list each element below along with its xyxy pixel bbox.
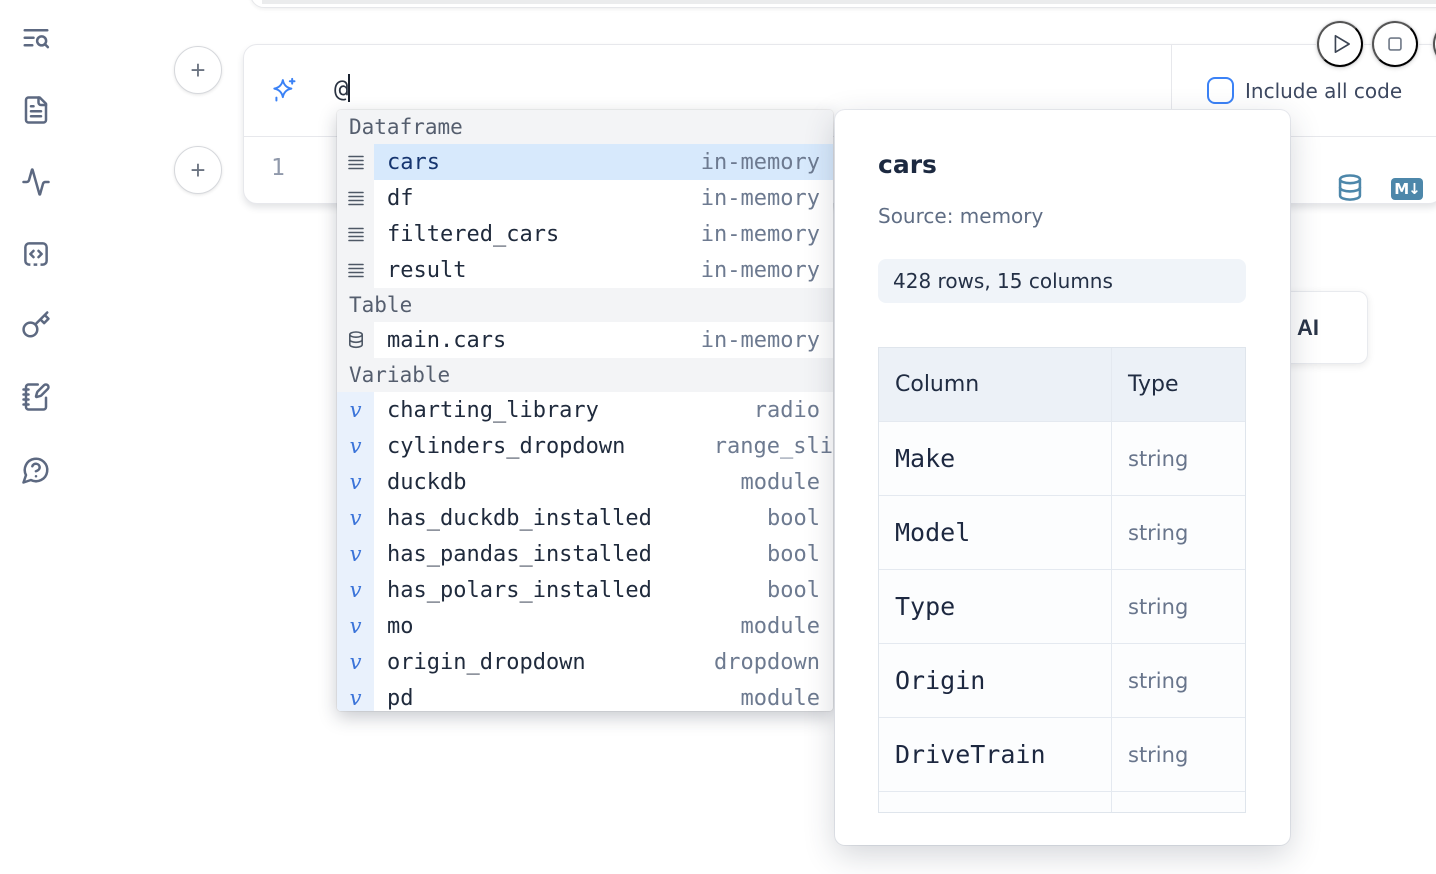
add-cell-button-top[interactable]: + bbox=[174, 46, 222, 94]
schema-row: Make string bbox=[879, 422, 1245, 496]
sidebar-item-files[interactable] bbox=[20, 94, 52, 126]
completion-item-cars[interactable]: cars in-memory bbox=[337, 144, 833, 180]
schema-header-row: Column Type bbox=[879, 348, 1245, 422]
ai-prompt-input[interactable]: @ bbox=[334, 74, 351, 103]
variable-icon: v bbox=[337, 680, 374, 711]
autocomplete-dropdown: Dataframe cars in-memory df in-memory fi… bbox=[337, 110, 833, 711]
text-cursor bbox=[348, 74, 351, 102]
activity-icon bbox=[22, 168, 50, 196]
completion-item-mo[interactable]: v mo module bbox=[337, 608, 833, 644]
completion-item-cylinders-dropdown[interactable]: v cylinders_dropdown range_sli bbox=[337, 428, 833, 464]
prompt-text: @ bbox=[334, 75, 349, 103]
section-header-table: Table bbox=[337, 288, 833, 322]
square-stop-icon bbox=[1388, 37, 1402, 51]
schema-row-clipped bbox=[879, 792, 1245, 812]
completion-item-duckdb[interactable]: v duckdb module bbox=[337, 464, 833, 500]
list-search-icon bbox=[23, 29, 50, 49]
play-icon bbox=[1334, 34, 1350, 54]
section-header-variable: Variable bbox=[337, 358, 833, 392]
completion-item-has-duckdb-installed[interactable]: v has_duckdb_installed bool bbox=[337, 500, 833, 536]
completion-item-filtered-cars[interactable]: filtered_cars in-memory bbox=[337, 216, 833, 252]
preview-title: cars bbox=[878, 150, 937, 179]
completion-item-df[interactable]: df in-memory bbox=[337, 180, 833, 216]
completion-item-origin-dropdown[interactable]: v origin_dropdown dropdown bbox=[337, 644, 833, 680]
completion-item-has-polars-installed[interactable]: v has_polars_installed bool bbox=[337, 572, 833, 608]
schema-row: DriveTrain string bbox=[879, 718, 1245, 792]
run-cell-button[interactable] bbox=[1317, 21, 1363, 67]
convert-to-sql-icon[interactable] bbox=[1336, 173, 1364, 202]
line-number: 1 bbox=[271, 155, 285, 181]
add-cell-button-bottom[interactable]: + bbox=[174, 146, 222, 194]
preview-source: Source: memory bbox=[878, 204, 1044, 228]
database-icon bbox=[337, 322, 374, 358]
variable-icon: v bbox=[337, 644, 374, 680]
schema-table: Column Type Make string Model string Typ… bbox=[878, 347, 1246, 813]
sparkles-icon bbox=[273, 77, 296, 102]
variable-icon: v bbox=[337, 608, 374, 644]
completion-item-pd[interactable]: v pd module bbox=[337, 680, 833, 711]
include-all-code-section: Include all code bbox=[1171, 45, 1436, 136]
notebook-pen-icon bbox=[22, 383, 50, 411]
column-header: Column bbox=[895, 372, 980, 397]
schema-row: Origin string bbox=[879, 644, 1245, 718]
dataframe-rows-icon bbox=[337, 216, 374, 252]
include-all-code-checkbox[interactable] bbox=[1207, 77, 1234, 104]
section-header-dataframe: Dataframe bbox=[337, 110, 833, 144]
variable-icon: v bbox=[337, 392, 374, 428]
sidebar-item-table-of-contents[interactable] bbox=[20, 23, 52, 55]
shape-badge: 428 rows, 15 columns bbox=[878, 259, 1246, 303]
completion-item-charting-library[interactable]: v charting_library radio bbox=[337, 392, 833, 428]
variable-icon: v bbox=[337, 500, 374, 536]
key-icon bbox=[22, 311, 50, 338]
schema-row: Type string bbox=[879, 570, 1245, 644]
stop-button[interactable] bbox=[1372, 21, 1418, 67]
help-chat-icon bbox=[22, 457, 49, 484]
schema-row: Model string bbox=[879, 496, 1245, 570]
completion-item-result[interactable]: result in-memory bbox=[337, 252, 833, 288]
dataframe-rows-icon bbox=[337, 252, 374, 288]
type-header: Type bbox=[1128, 372, 1179, 397]
variable-icon: v bbox=[337, 464, 374, 500]
dataframe-rows-icon bbox=[337, 180, 374, 216]
completion-item-has-pandas-installed[interactable]: v has_pandas_installed bool bbox=[337, 536, 833, 572]
sidebar-item-secrets[interactable] bbox=[20, 309, 52, 341]
sidebar-item-variables[interactable] bbox=[20, 166, 52, 198]
include-all-code-label: Include all code bbox=[1245, 78, 1403, 103]
previous-cell-strip bbox=[262, 0, 1436, 4]
dataframe-preview-panel: cars Source: memory 428 rows, 15 columns… bbox=[835, 110, 1290, 845]
sidebar-item-scratchpad[interactable] bbox=[20, 381, 52, 413]
dataframe-rows-icon bbox=[337, 144, 374, 180]
variable-icon: v bbox=[337, 572, 374, 608]
sidebar-item-help[interactable] bbox=[20, 454, 52, 486]
convert-to-markdown-icon[interactable]: M↓ bbox=[1391, 178, 1423, 200]
variable-icon: v bbox=[337, 536, 374, 572]
completion-item-main-cars[interactable]: main.cars in-memory bbox=[337, 322, 833, 358]
file-text-icon bbox=[24, 96, 48, 124]
code-square-icon bbox=[24, 242, 48, 267]
sidebar-item-snippets[interactable] bbox=[20, 238, 52, 270]
variable-icon: v bbox=[337, 428, 374, 464]
